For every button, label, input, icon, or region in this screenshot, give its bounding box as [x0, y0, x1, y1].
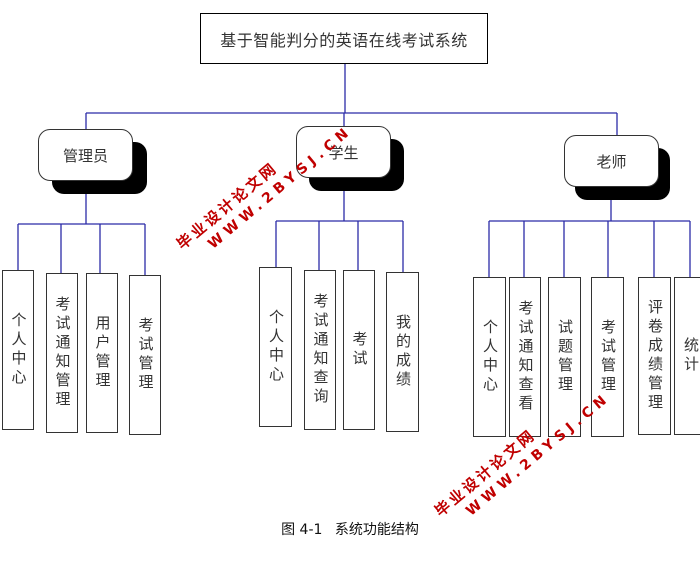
function-label: 用户管理	[93, 315, 112, 391]
admin-function-box: 考试管理	[129, 275, 161, 435]
function-label: 考试管理	[136, 317, 155, 393]
student-function-box: 考试	[343, 270, 375, 430]
function-label: 我的成绩	[394, 314, 412, 390]
teacher-function-box: 统计	[674, 277, 700, 435]
function-label: 考试通知管理	[53, 296, 72, 410]
role-student: 学生	[296, 126, 391, 178]
function-label: 个人中心	[9, 312, 28, 388]
teacher-function-box: 考试管理	[591, 277, 624, 437]
function-label: 试题管理	[556, 319, 574, 395]
role-admin: 管理员	[38, 129, 133, 181]
student-function-box: 个人中心	[259, 267, 292, 427]
admin-function-box: 用户管理	[86, 273, 118, 433]
figure-number: 图 4-1	[281, 522, 323, 538]
function-label: 考试管理	[599, 319, 617, 395]
figure-title: 系统功能结构	[334, 522, 419, 538]
figure-caption: 图 4-1 系统功能结构	[0, 519, 700, 539]
function-label: 个人中心	[481, 319, 499, 395]
function-label: 个人中心	[267, 309, 285, 385]
function-label: 评卷成绩管理	[646, 299, 664, 413]
function-label: 统计	[682, 337, 700, 375]
function-label: 考试通知查看	[516, 300, 535, 414]
role-student-label: 学生	[328, 143, 359, 162]
teacher-function-box: 考试通知查看	[509, 277, 541, 437]
root-node: 基于智能判分的英语在线考试系统	[200, 13, 488, 64]
role-teacher: 老师	[564, 135, 659, 187]
student-function-box: 我的成绩	[386, 272, 419, 432]
teacher-function-box: 个人中心	[473, 277, 506, 437]
role-admin-label: 管理员	[62, 146, 108, 165]
function-label: 考试通知查询	[311, 293, 330, 407]
function-label: 考试	[350, 331, 369, 369]
admin-function-box: 个人中心	[2, 270, 34, 430]
teacher-function-box: 试题管理	[548, 277, 581, 437]
role-teacher-label: 老师	[596, 152, 627, 171]
teacher-function-box: 评卷成绩管理	[638, 277, 671, 435]
student-function-box: 考试通知查询	[304, 270, 336, 430]
root-node-label: 基于智能判分的英语在线考试系统	[220, 30, 468, 50]
admin-function-box: 考试通知管理	[46, 273, 78, 433]
